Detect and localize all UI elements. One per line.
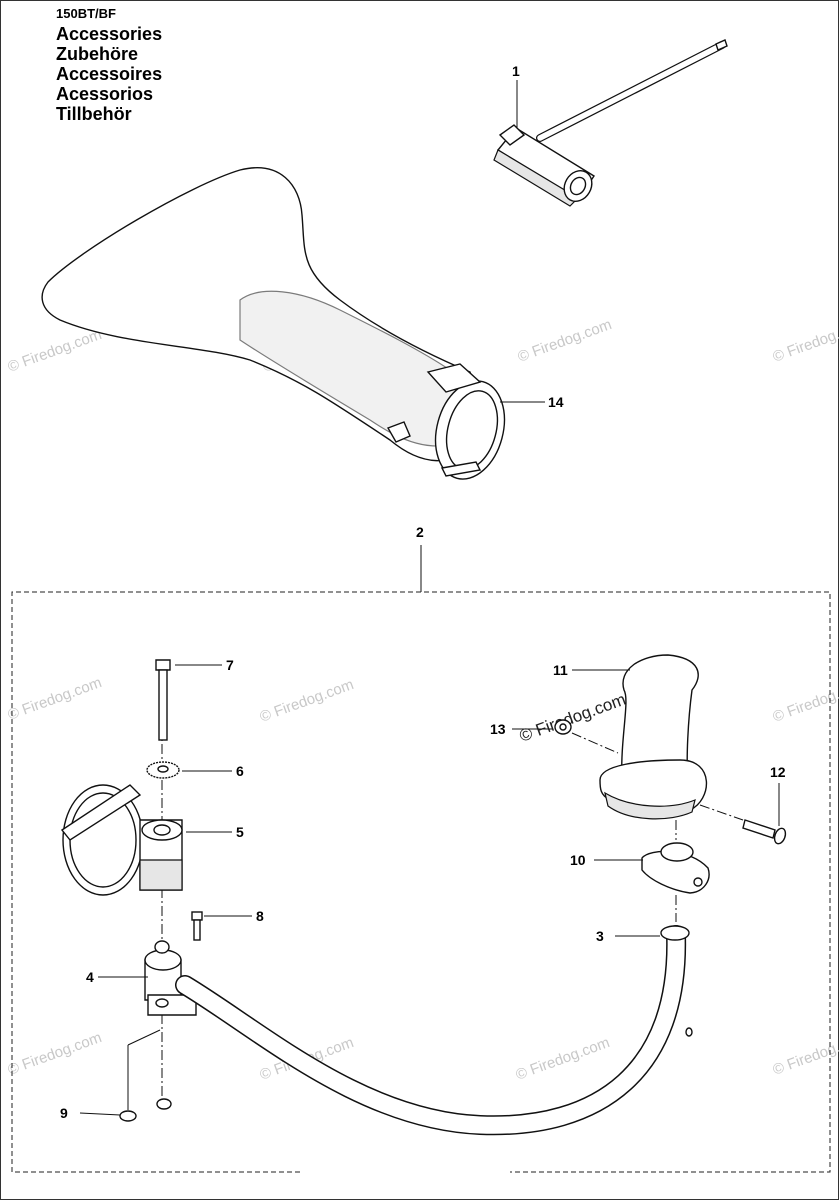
watermark-text: © Firedog.com [771,676,839,726]
part-11-handle-grip [599,654,708,820]
model-number: 150BT/BF [56,6,116,21]
watermark-text: © Firedog.com [514,1034,612,1084]
part-13-nut [554,719,572,735]
watermark-text: © Firedog.com [771,316,839,366]
callout-14: 14 [548,394,564,410]
kit-2-dashed-group-boundary [11,591,831,1173]
callout-7: 7 [226,657,234,673]
callout-6: 6 [236,763,244,779]
title-german: Zubehöre [56,44,139,64]
watermark-text-dark: © Firedog.com [517,690,628,746]
part-6-lock-washer [146,761,180,779]
part-10-grip-mount [641,842,710,894]
callout-11: 11 [553,662,568,678]
callout-12: 12 [770,764,786,780]
part-12-screw [742,819,787,845]
watermark-text: © Firedog.com [516,316,614,366]
callout-5: 5 [236,824,244,840]
leader-9 [79,1112,121,1116]
callout-1: 1 [512,63,520,79]
part-5-handle-clamp [60,784,183,896]
callout-8: 8 [256,908,264,924]
part-7-bolt [155,659,171,741]
part-3-loop-handle-tube [175,925,693,1136]
part-14-blower-nozzle [41,167,506,480]
part-1-combination-wrench [493,39,728,207]
title-swedish: Tillbehör [56,104,132,124]
watermark-text: © Firedog.com [6,674,104,724]
watermark-text: © Firedog.com [258,676,356,726]
watermark-text: © Firedog.com [771,1029,839,1079]
part-9-nut [119,1098,172,1122]
part-4-handle-bracket [144,940,197,1016]
callout-4: 4 [86,969,94,985]
axis-line-12 [699,804,744,821]
title-french: Accessoires [56,64,163,84]
callout-3: 3 [596,928,604,944]
callout-2: 2 [416,524,424,540]
title-spanish: Acessorios [56,84,154,104]
callout-9: 9 [60,1105,68,1121]
part-8-screw [191,911,203,941]
axis-line-13 [571,732,619,754]
callout-13: 13 [490,721,506,737]
title-english: Accessories [56,24,163,44]
leader-9b [127,1029,161,1046]
watermark-text: © Firedog.com [6,1029,104,1079]
watermark-text: © Firedog.com [6,326,104,376]
callout-10: 10 [570,852,586,868]
